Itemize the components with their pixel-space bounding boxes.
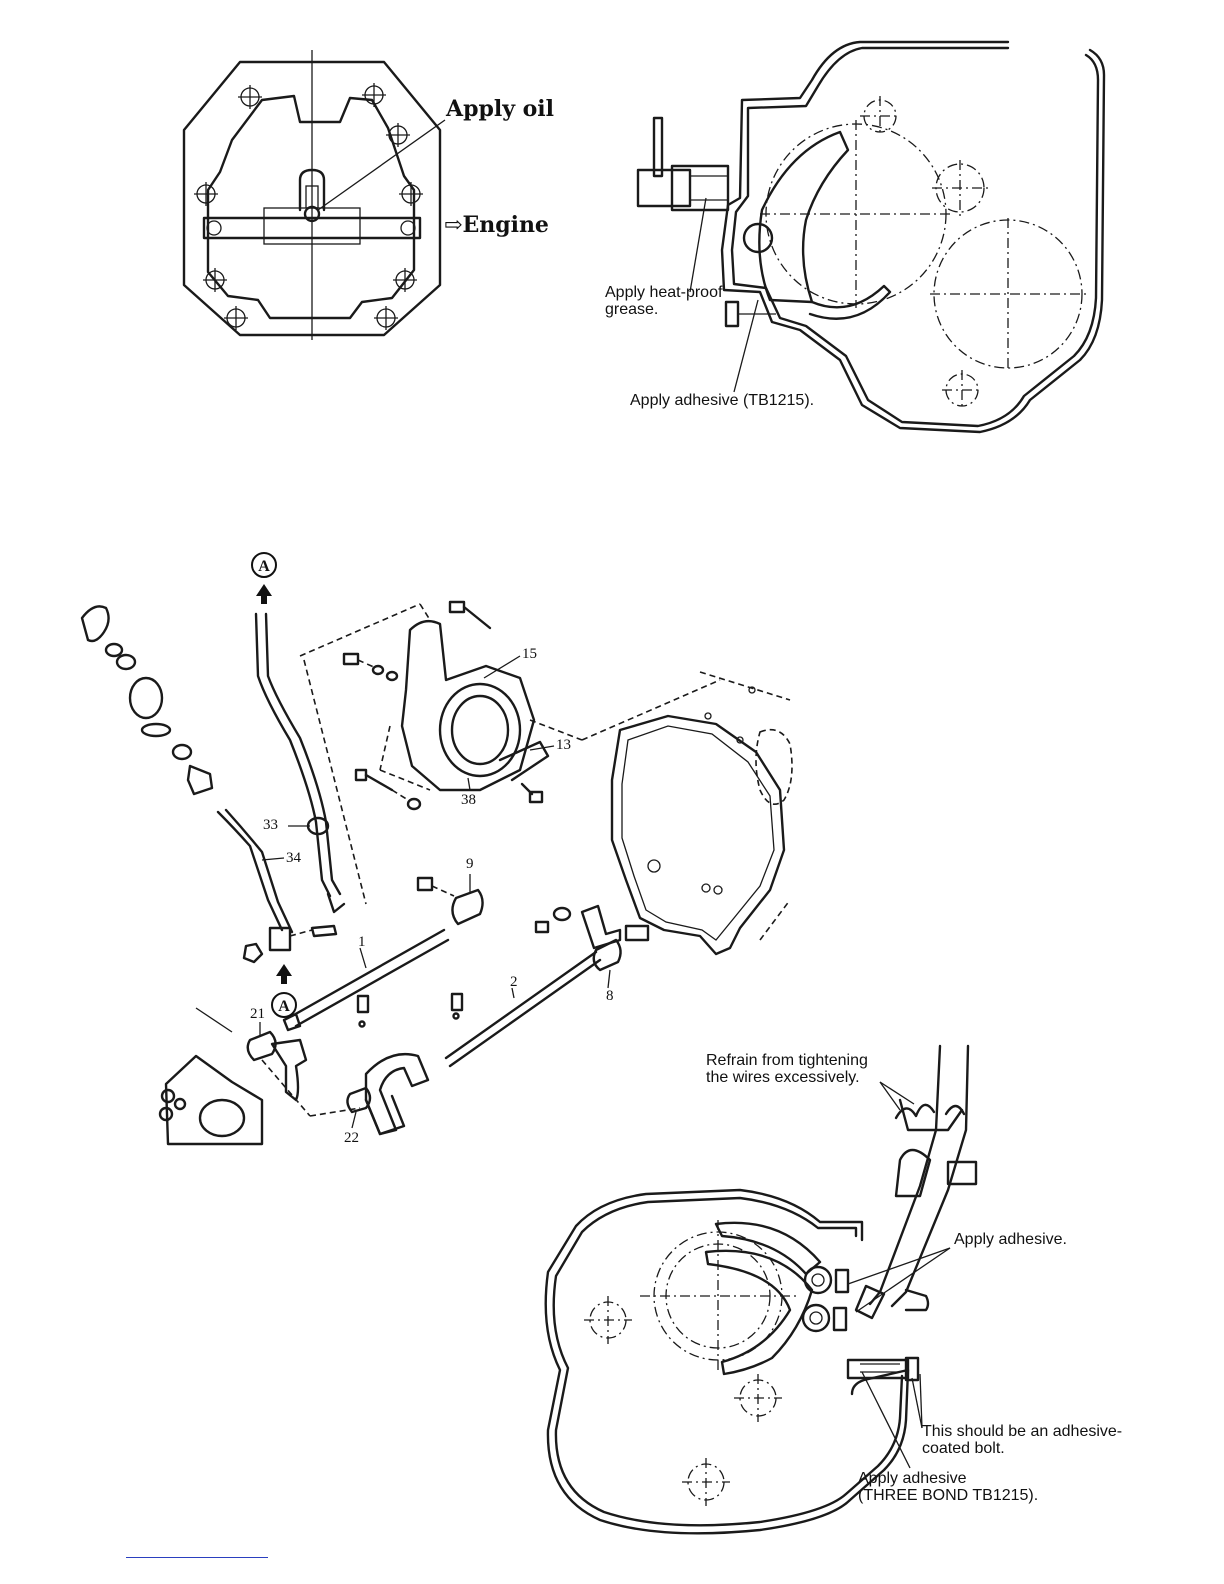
part-number-15: 15 (522, 646, 537, 663)
apply-oil-label: Apply oil (446, 96, 554, 122)
footer-link-underline[interactable] (126, 1557, 268, 1558)
heat-proof-line2: grease. (605, 301, 722, 318)
part-number-38: 38 (461, 792, 476, 809)
adhesive-bolt-line1: This should be an adhesive- (922, 1423, 1122, 1440)
wires-caution-line2: the wires excessively. (706, 1069, 868, 1086)
part-number-13: 13 (556, 737, 571, 754)
apply-oil-leader (318, 120, 445, 210)
heat-proof-line1: Apply heat-proof (605, 284, 722, 301)
part-number-9: 9 (466, 856, 474, 873)
adhesive-tb1215-label: Apply adhesive (TB1215). (630, 392, 814, 409)
adhesive-bolt-line2: coated bolt. (922, 1440, 1122, 1457)
part-number-22: 22 (344, 1130, 359, 1147)
part-number-8: 8 (606, 988, 614, 1005)
adhesive-bolt-note: This should be an adhesive- coated bolt. (922, 1423, 1122, 1457)
part-number-21: 21 (250, 1006, 265, 1023)
engine-direction-label: ⇨Engine (444, 212, 549, 238)
three-bond-label: Apply adhesive (THREE BOND TB1215). (858, 1470, 1038, 1504)
reference-a-top: A (251, 552, 277, 578)
heat-proof-grease-label: Apply heat-proof grease. (605, 284, 722, 318)
reference-a-bottom: A (271, 992, 297, 1018)
engine-arrow-icon: ⇨ (444, 213, 462, 238)
wires-caution-line1: Refrain from tightening (706, 1052, 868, 1069)
three-bond-line2: (THREE BOND TB1215). (858, 1487, 1038, 1504)
part-number-1: 1 (358, 934, 366, 951)
engine-label: Engine (462, 212, 549, 238)
bolt-holes (194, 83, 423, 330)
wires-caution-label: Refrain from tightening the wires excess… (706, 1052, 868, 1086)
three-bond-line1: Apply adhesive (858, 1470, 1038, 1487)
part-number-33: 33 (263, 817, 278, 834)
part-number-34: 34 (286, 850, 301, 867)
part-number-2: 2 (510, 974, 518, 991)
apply-adhesive-label: Apply adhesive. (954, 1231, 1067, 1248)
